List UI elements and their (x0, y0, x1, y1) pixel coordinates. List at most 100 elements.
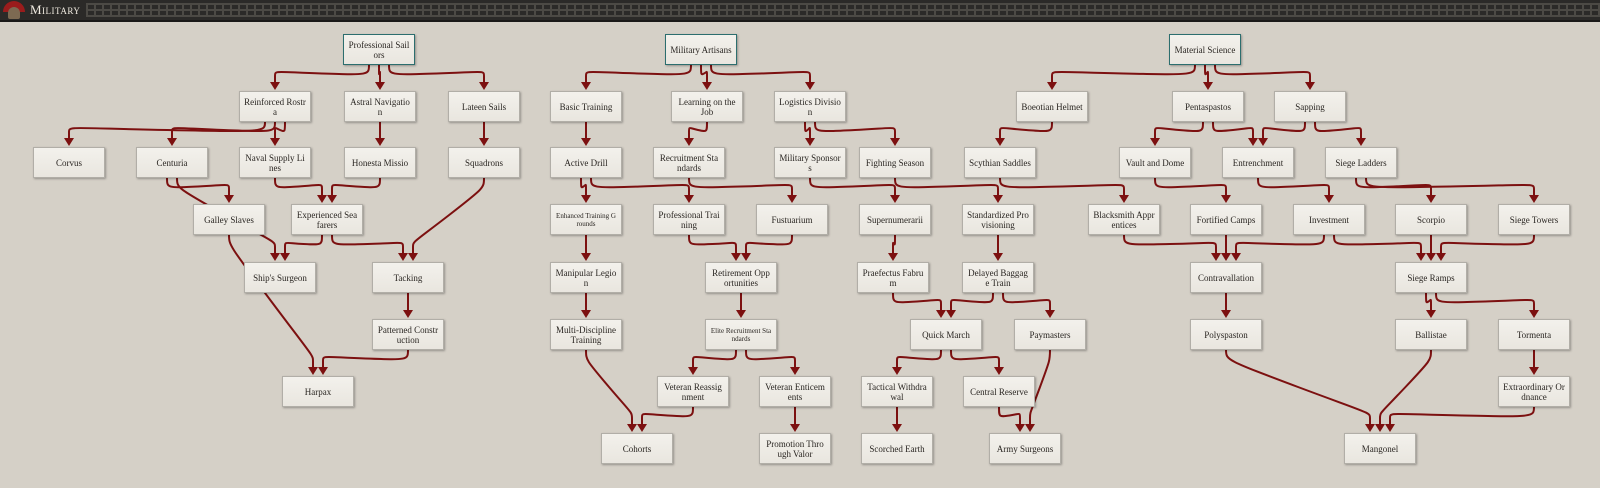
arrowhead-icon (1324, 195, 1334, 203)
arrowhead-icon (805, 138, 815, 146)
arrowhead-icon (1529, 195, 1539, 203)
tech-node-ships-surgeon[interactable]: Ship's Surgeon (244, 262, 316, 293)
tech-node-veteran-reassignment[interactable]: Veteran Reassignment (657, 376, 729, 407)
tech-node-tormenta[interactable]: Tormenta (1498, 319, 1570, 350)
tech-node-patterned-construction[interactable]: Patterned Construction (372, 319, 444, 350)
tech-node-supernumerarii[interactable]: Supernumerarii (859, 204, 931, 235)
prerequisite-edge (692, 349, 737, 369)
tech-node-scorched-earth[interactable]: Scorched Earth (861, 433, 933, 464)
tech-node-siege-ramps[interactable]: Siege Ramps (1395, 262, 1467, 293)
prerequisite-edge (1435, 292, 1535, 312)
tech-node-fustuarium[interactable]: Fustuarium (756, 204, 828, 235)
arrowhead-icon (1258, 138, 1268, 146)
prerequisite-edge (894, 177, 999, 197)
tech-node-central-reserve[interactable]: Central Reserve (963, 376, 1035, 407)
tech-node-contravallation[interactable]: Contravallation (1190, 262, 1262, 293)
tech-node-military-artisans[interactable]: Military Artisans (665, 34, 737, 65)
prerequisite-edge (1123, 234, 1217, 255)
tech-node-tactical-withdrawal[interactable]: Tactical Withdrawal (861, 376, 933, 407)
arrowhead-icon (731, 253, 741, 261)
tech-node-astral-navigation[interactable]: Astral Navigation (344, 91, 416, 122)
tech-node-recruitment-standards[interactable]: Recruitment Standards (653, 147, 725, 178)
greek-key-border (86, 3, 1600, 17)
arrowhead-icon (1529, 310, 1539, 318)
tech-node-paymasters[interactable]: Paymasters (1014, 319, 1086, 350)
tech-node-logistics-division[interactable]: Logistics Division (774, 91, 846, 122)
arrowhead-icon (637, 424, 647, 432)
tech-node-professional-training[interactable]: Professional Training (653, 204, 725, 235)
arrowhead-icon (1416, 253, 1426, 261)
prerequisite-edge (590, 177, 690, 197)
prerequisite-edge (585, 64, 692, 84)
prerequisite-edge (688, 234, 737, 255)
tech-node-experienced-seafarers[interactable]: Experienced Seafarers (291, 204, 363, 235)
tech-node-army-surgeons[interactable]: Army Surgeons (989, 433, 1061, 464)
tech-node-scythian-saddles[interactable]: Scythian Saddles (964, 147, 1036, 178)
tech-node-ballistae[interactable]: Ballistae (1395, 319, 1467, 350)
arrowhead-icon (317, 195, 327, 203)
tech-node-standardized-provisioning[interactable]: Standardized Provisioning (962, 204, 1034, 235)
tech-node-squadrons[interactable]: Squadrons (448, 147, 520, 178)
tech-node-boeotian-helmet[interactable]: Boeotian Helmet (1016, 91, 1088, 122)
arrowhead-icon (1150, 138, 1160, 146)
prerequisite-edge (1314, 121, 1362, 140)
tech-node-honesta-missio[interactable]: Honesta Missio (344, 147, 416, 178)
prerequisite-edge (999, 177, 1125, 197)
tech-node-active-drill[interactable]: Active Drill (550, 147, 622, 178)
prerequisite-edge (892, 234, 896, 255)
tech-node-military-sponsors[interactable]: Military Sponsors (774, 147, 846, 178)
tech-node-polyspaston[interactable]: Polyspaston (1190, 319, 1262, 350)
tech-node-veteran-enticements[interactable]: Veteran Enticements (759, 376, 831, 407)
tech-node-siege-towers[interactable]: Siege Towers (1498, 204, 1570, 235)
tech-node-promotion-through-valor[interactable]: Promotion Through Valor (759, 433, 831, 464)
prerequisite-edge (804, 121, 811, 140)
tech-node-praefectus-fabrum[interactable]: Praefectus Fabrum (857, 262, 929, 293)
tech-node-elite-recruitment-standards[interactable]: Elite Recruitment Standards (705, 319, 777, 350)
tech-node-learning-on-the-job[interactable]: Learning on the Job (671, 91, 743, 122)
prerequisite-edge (1425, 292, 1432, 312)
tech-node-enhanced-training-grounds[interactable]: Enhanced Training Grounds (550, 204, 622, 235)
prerequisite-edge (745, 349, 796, 369)
arrowhead-icon (224, 195, 234, 203)
tech-node-fortified-camps[interactable]: Fortified Camps (1190, 204, 1262, 235)
tech-node-professional-sailors[interactable]: Professional Sailors (343, 34, 415, 65)
tech-node-corvus[interactable]: Corvus (33, 147, 105, 178)
prerequisite-edge (1365, 177, 1535, 197)
tech-node-sapping[interactable]: Sapping (1274, 91, 1346, 122)
tech-node-quick-march[interactable]: Quick March (910, 319, 982, 350)
prerequisite-edge (641, 406, 694, 426)
tech-node-blacksmith-apprentices[interactable]: Blacksmith Apprentices (1088, 204, 1160, 235)
prerequisite-edge (950, 292, 994, 312)
tech-node-galley-slaves[interactable]: Galley Slaves (193, 204, 265, 235)
tech-node-multi-discipline-training[interactable]: Multi-Discipline Training (550, 319, 622, 350)
tech-node-naval-supply-lines[interactable]: Naval Supply Lines (239, 147, 311, 178)
tech-node-harpax[interactable]: Harpax (282, 376, 354, 407)
arrowhead-icon (581, 138, 591, 146)
prerequisite-edge (1212, 121, 1254, 140)
arrowhead-icon (994, 367, 1004, 375)
tech-node-scorpio[interactable]: Scorpio (1395, 204, 1467, 235)
arrowhead-icon (1426, 310, 1436, 318)
tech-node-retirement-opportunities[interactable]: Retirement Opportunities (705, 262, 777, 293)
tech-node-delayed-baggage-train[interactable]: Delayed Baggage Train (962, 262, 1034, 293)
tech-node-extraordinary-ordnance[interactable]: Extraordinary Ordnance (1498, 376, 1570, 407)
arrowhead-icon (993, 253, 1003, 261)
tech-node-centuria[interactable]: Centuria (136, 147, 208, 178)
prerequisite-edge (1389, 406, 1535, 426)
tech-node-lateen-sails[interactable]: Lateen Sails (448, 91, 520, 122)
tech-node-investment[interactable]: Investment (1293, 204, 1365, 235)
tech-node-mangonel[interactable]: Mangonel (1344, 433, 1416, 464)
tech-node-tacking[interactable]: Tacking (372, 262, 444, 293)
tech-node-basic-training[interactable]: Basic Training (550, 91, 622, 122)
tech-node-fighting-season[interactable]: Fighting Season (859, 147, 931, 178)
tech-node-reinforced-rostra[interactable]: Reinforced Rostra (239, 91, 311, 122)
tech-node-vault-and-dome[interactable]: Vault and Dome (1119, 147, 1191, 178)
tech-node-siege-ladders[interactable]: Siege Ladders (1325, 147, 1397, 178)
arrowhead-icon (1119, 195, 1129, 203)
tech-node-manipular-legion[interactable]: Manipular Legion (550, 262, 622, 293)
tech-node-material-science[interactable]: Material Science (1169, 34, 1241, 65)
tech-node-cohorts[interactable]: Cohorts (601, 433, 673, 464)
tech-node-pentaspastos[interactable]: Pentaspastos (1172, 91, 1244, 122)
tech-node-entrenchment[interactable]: Entrenchment (1222, 147, 1294, 178)
arrowhead-icon (790, 367, 800, 375)
